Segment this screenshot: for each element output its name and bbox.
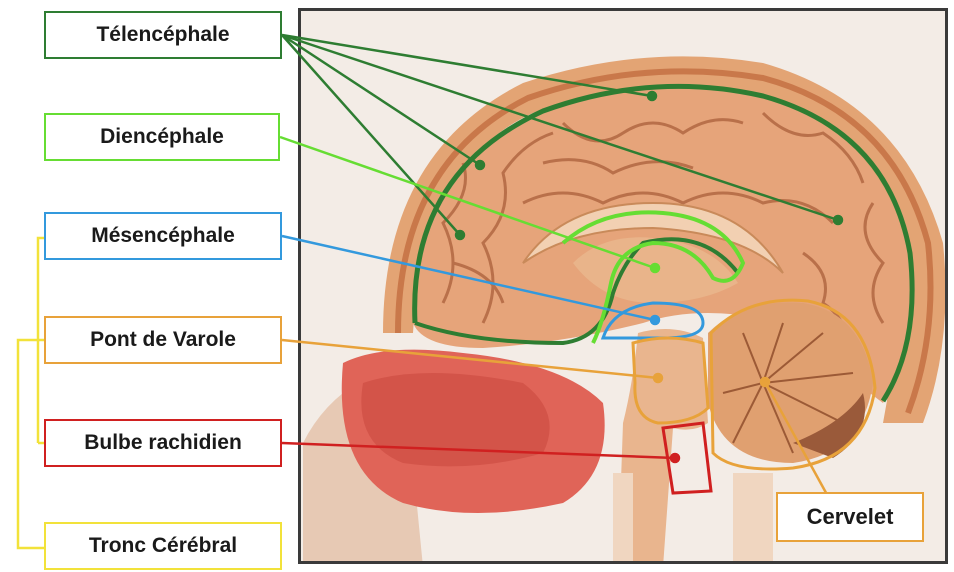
label-diencephale: Diencéphale: [44, 113, 280, 161]
bulbe-connector: [282, 443, 679, 462]
label-pont-de-varole: Pont de Varole: [44, 316, 282, 364]
label-tronc-cerebral: Tronc Cérébral: [44, 522, 282, 570]
cervelet-connector: [761, 378, 830, 500]
tronc-bracket: [18, 238, 44, 548]
label-telencephale: Télencéphale: [44, 11, 282, 59]
telencephale-connectors: [282, 35, 842, 239]
label-cervelet: Cervelet: [776, 492, 924, 542]
pont-connector: [282, 340, 662, 382]
label-mesencephale: Mésencéphale: [44, 212, 282, 260]
label-bulbe-rachidien: Bulbe rachidien: [44, 419, 282, 467]
